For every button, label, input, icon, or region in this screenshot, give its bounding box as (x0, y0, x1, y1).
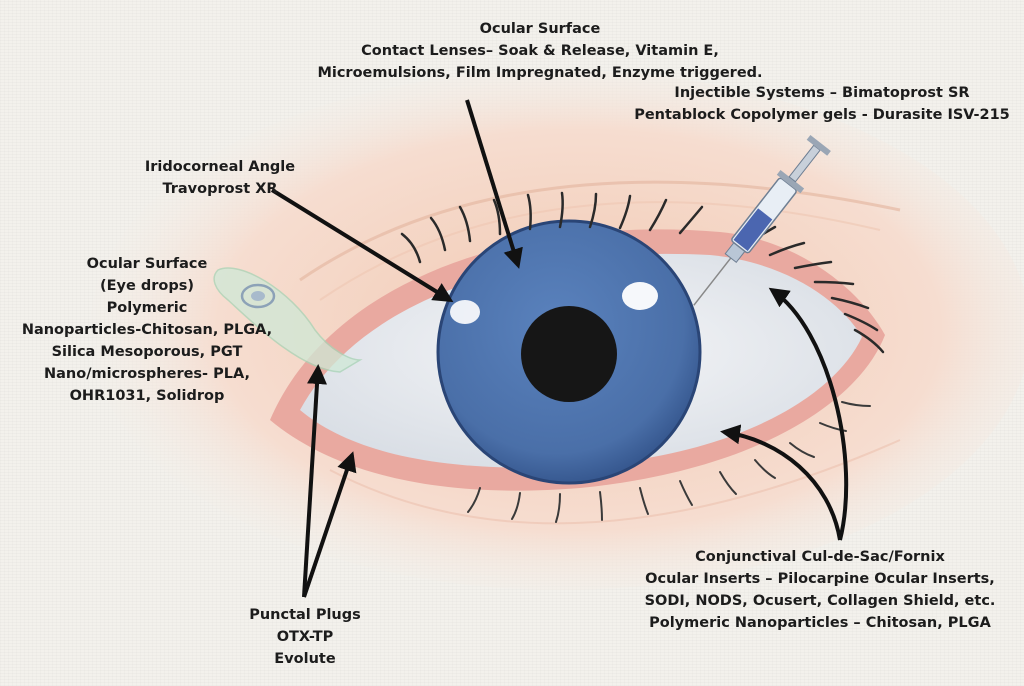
label-drops-line7: OHR1031, Solidrop (69, 388, 225, 404)
label-conjunctival: Conjunctival Cul-de-Sac/Fornix Ocular In… (618, 546, 1022, 634)
eye-drop-icon (213, 267, 363, 373)
label-ocular-surface-lenses-line2: Microemulsions, Film Impregnated, Enzyme… (317, 65, 763, 81)
label-conjunctival-line1: Conjunctival Cul-de-Sac/Fornix (695, 549, 945, 565)
arrows (270, 99, 849, 598)
label-drops-line4: Nanoparticles-Chitosan, PLGA, (21, 322, 273, 338)
arrow-conjunctival-lower (720, 424, 842, 541)
lower-lashes (467, 401, 871, 523)
highlight-right (622, 282, 658, 310)
pupil (521, 306, 617, 402)
upper-crease-2 (319, 201, 881, 301)
iris-ring (436, 219, 702, 485)
arrow-punctal-left (302, 364, 328, 598)
label-ocular-surface-lenses-title: Ocular Surface (479, 21, 601, 37)
label-drops-line5: Silica Mesoporous, PGT (51, 344, 243, 360)
label-ocular-surface-drops: Ocular Surface (Eye drops) Polymeric Nan… (2, 253, 292, 407)
label-conjunctival-line3: SODI, NODS, Ocusert, Collagen Shield, et… (644, 593, 996, 609)
label-drops-line1: Ocular Surface (86, 256, 208, 272)
arrow-ocular-surface-lenses (465, 99, 523, 269)
label-drops-line6: Nano/microspheres- PLA, (43, 366, 250, 382)
label-punctal-line3: Evolute (274, 651, 336, 667)
arrow-conjunctival-upper (768, 287, 849, 541)
label-punctal-line1: Punctal Plugs (249, 607, 361, 623)
label-injectable-line1: Injectible Systems – Bimatoprost SR (674, 85, 970, 101)
arrow-iridocorneal (270, 188, 454, 303)
label-iridocorneal-line1: Iridocorneal Angle (144, 159, 296, 175)
arrow-punctal-right (302, 451, 357, 598)
label-ocular-surface-lenses-line1: Contact Lenses– Soak & Release, Vitamin … (361, 43, 719, 59)
label-injectable: Injectible Systems – Bimatoprost SR Pent… (622, 82, 1022, 126)
syringe-icon (693, 134, 831, 306)
label-drops-line2: (Eye drops) (100, 278, 194, 294)
label-iridocorneal: Iridocorneal Angle Travoprost XR (110, 156, 330, 200)
label-drops-line3: Polymeric (106, 300, 188, 316)
highlight-left (450, 300, 480, 324)
label-conjunctival-line4: Polymeric Nanoparticles – Chitosan, PLGA (649, 615, 991, 631)
label-iridocorneal-line2: Travoprost XR (162, 181, 278, 197)
label-punctal: Punctal Plugs OTX-TP Evolute (210, 604, 400, 670)
label-injectable-line2: Pentablock Copolymer gels - Durasite ISV… (634, 107, 1010, 123)
label-ocular-surface-lenses: Ocular Surface Contact Lenses– Soak & Re… (200, 18, 880, 84)
label-punctal-line2: OTX-TP (276, 629, 334, 645)
label-conjunctival-line2: Ocular Inserts – Pilocarpine Ocular Inse… (645, 571, 995, 587)
